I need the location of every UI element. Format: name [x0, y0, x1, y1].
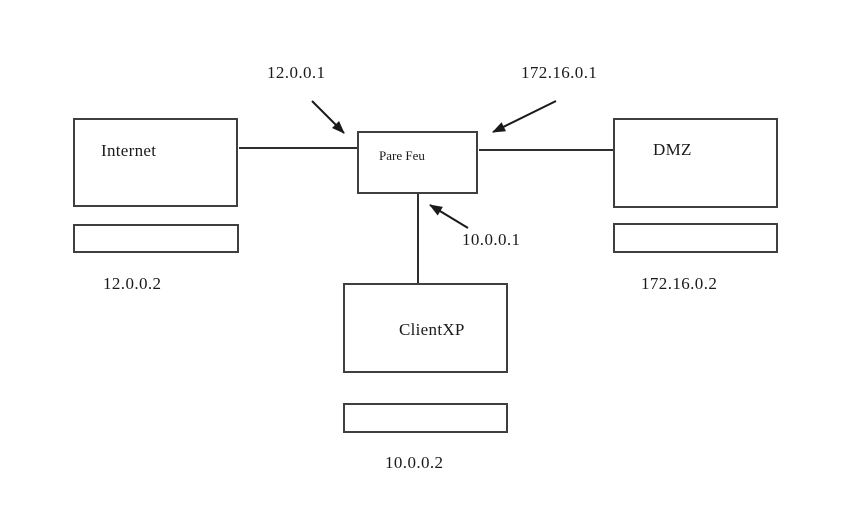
dmz-address-box [613, 223, 778, 253]
dmz-interface-ip-label: 172.16.0.1 [521, 63, 598, 82]
dmz-node-label: DMZ [653, 140, 692, 159]
client-node-label: ClientXP [399, 320, 465, 339]
lan-interface-ip-label: 10.0.0.1 [462, 230, 521, 249]
firewall-node-label: Pare Feu [379, 148, 425, 163]
internet-node-label: Internet [101, 141, 157, 160]
internet-node-box [73, 118, 238, 207]
internet-ip-label: 12.0.0.2 [103, 274, 162, 293]
dmz-ip-label: 172.16.0.2 [641, 274, 718, 293]
internet-address-box [73, 224, 239, 253]
client-address-box [343, 403, 508, 433]
wan-interface-ip-label: 12.0.0.1 [267, 63, 326, 82]
arrow-wan-interface-icon [311, 100, 345, 134]
firewall-node-box [357, 131, 478, 194]
arrow-dmz-interface-icon [492, 100, 557, 133]
arrow-lan-interface-icon [429, 204, 469, 229]
client-ip-label: 10.0.0.2 [385, 453, 444, 472]
client-node-box [343, 283, 508, 373]
dmz-node-box [613, 118, 778, 208]
